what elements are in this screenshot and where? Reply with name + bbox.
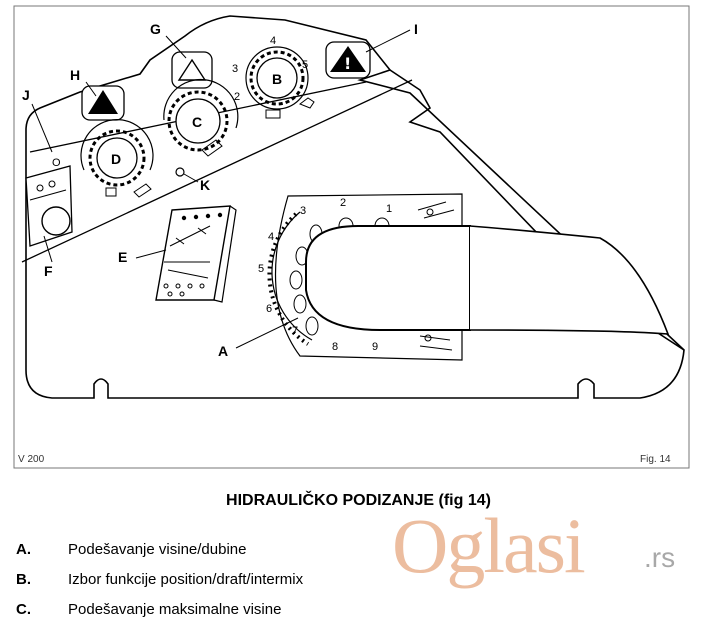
legend-key: A. xyxy=(16,541,31,558)
b-draft-icon xyxy=(298,97,315,109)
legend-text: Podešavanje maksimalne visine xyxy=(68,601,282,618)
figure-number: Fig. 14 xyxy=(640,454,671,465)
watermark-brand: Oglasi xyxy=(392,502,586,589)
lever-gate-a: 1 2 3 4 5 6 7 8 9 xyxy=(258,193,670,361)
i-leader xyxy=(365,29,411,53)
legend-item: A. Podešavanje visine/dubine xyxy=(16,536,303,566)
label-i: I xyxy=(414,21,418,37)
control-panel-diagram: G ! I H B 2 3 4 5 C D K xyxy=(13,5,690,469)
a-scale-1: 1 xyxy=(386,203,392,215)
label-e: E xyxy=(118,249,127,265)
a-scale-4: 4 xyxy=(268,231,274,243)
j-leader xyxy=(31,103,53,153)
figure-caption: HIDRAULIČKO PODIZANJE (fig 14) xyxy=(226,492,491,509)
model-code: V 200 xyxy=(18,454,45,465)
legend-list: A. Podešavanje visine/dubine B. Izbor funk… xyxy=(16,536,303,626)
legend-text: Podešavanje visine/dubine xyxy=(68,541,247,558)
a-scale-8: 8 xyxy=(332,341,338,353)
legend-item: C. Podešavanje maksimalne visine xyxy=(16,596,303,626)
b-scale-2: 2 xyxy=(234,91,240,103)
label-a: A xyxy=(218,343,228,359)
a-scale-6: 6 xyxy=(266,303,272,315)
a-scale-5: 5 xyxy=(258,263,264,275)
a-scale-7: 7 xyxy=(292,325,298,337)
knob-b: B 2 3 4 5 xyxy=(232,35,315,119)
label-j: J xyxy=(22,87,30,103)
knob-d: D xyxy=(80,119,154,198)
a-scale-3: 3 xyxy=(300,205,306,217)
j-indicator-text: O xyxy=(52,157,61,169)
label-g: G xyxy=(150,21,161,37)
label-d: D xyxy=(111,151,121,167)
warning-exclamation-icon: ! xyxy=(344,54,351,73)
b-scale-4: 4 xyxy=(270,35,276,47)
a-leader xyxy=(235,317,299,349)
legend-key: B. xyxy=(16,571,31,588)
knob-c: C xyxy=(163,78,239,157)
h-black-triangle-icon xyxy=(88,90,118,114)
watermark-tld: .rs xyxy=(644,542,676,573)
e-leader xyxy=(135,249,167,259)
d-symbol-icon xyxy=(133,183,152,198)
b-scale-3: 3 xyxy=(232,63,238,75)
legend-item: B. Izbor funkcije position/draft/intermix xyxy=(16,566,303,596)
f-switch-block xyxy=(25,165,73,247)
legend-key: C. xyxy=(16,601,31,618)
k-leader xyxy=(183,173,199,183)
g-leader xyxy=(165,35,187,59)
warning-triangle-icon xyxy=(330,46,366,72)
a-scale-9: 9 xyxy=(372,341,378,353)
label-f: F xyxy=(44,263,53,279)
lower-panel-edge xyxy=(21,79,413,263)
label-h: H xyxy=(70,67,80,83)
label-b: B xyxy=(272,71,282,87)
figure-frame xyxy=(13,5,690,469)
k-indicator-icon xyxy=(175,167,185,177)
label-k: K xyxy=(200,177,210,193)
d-small-icon xyxy=(105,187,117,197)
b-position-icon xyxy=(265,109,281,119)
a-scale-2: 2 xyxy=(340,197,346,209)
panel-outline xyxy=(25,15,685,399)
e-switch-block xyxy=(155,205,237,303)
c-symbol-icon xyxy=(201,139,223,157)
label-c: C xyxy=(192,114,202,130)
f-leader xyxy=(43,235,53,263)
b-scale-5: 5 xyxy=(302,59,308,71)
legend-text: Izbor funkcije position/draft/intermix xyxy=(68,571,304,588)
h-leader xyxy=(85,81,97,97)
